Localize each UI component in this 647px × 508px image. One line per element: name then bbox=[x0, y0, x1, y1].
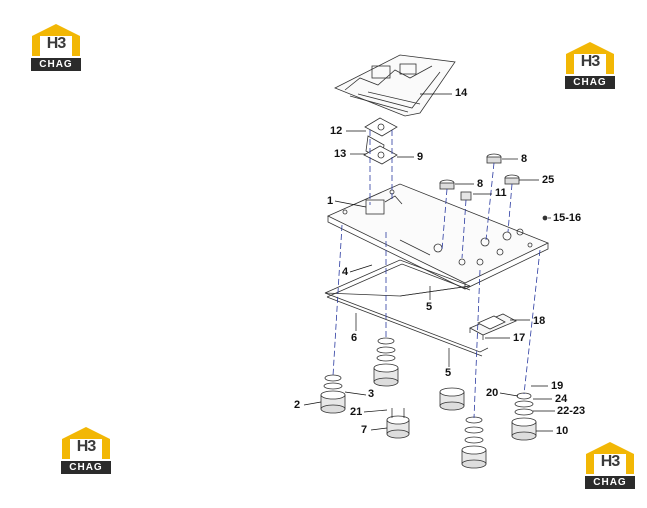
callout-1: 1 bbox=[327, 195, 334, 207]
callout-15-16: 15-16 bbox=[553, 212, 582, 224]
callout-13: 13 bbox=[334, 148, 347, 160]
logo-caption: CHAG bbox=[31, 58, 81, 71]
house-logo-icon bbox=[586, 442, 634, 474]
house-logo-icon bbox=[566, 42, 614, 74]
brand-logo: H3 CHAG bbox=[562, 40, 618, 90]
callout-20: 20 bbox=[486, 387, 499, 399]
callout-17: 17 bbox=[513, 332, 526, 344]
logo-caption: CHAG bbox=[61, 461, 111, 474]
callout-8-upper: 8 bbox=[521, 153, 528, 165]
callout-19: 19 bbox=[551, 380, 564, 392]
callout-3: 3 bbox=[368, 388, 375, 400]
logo-mark: H3 bbox=[76, 438, 96, 455]
house-logo-icon bbox=[62, 427, 110, 459]
logo-mark: H3 bbox=[580, 53, 600, 70]
callout-25: 25 bbox=[542, 174, 555, 186]
logo-caption: CHAG bbox=[565, 76, 615, 89]
logo-mark: H3 bbox=[600, 453, 620, 470]
bracket-plates bbox=[363, 117, 398, 165]
callout-8-lower: 8 bbox=[477, 178, 484, 190]
mount-assembly-7 bbox=[386, 408, 410, 439]
callout-9: 9 bbox=[417, 151, 424, 163]
leader-lines bbox=[303, 93, 555, 432]
house-logo-icon bbox=[32, 24, 80, 56]
callout-24: 24 bbox=[555, 393, 568, 405]
assembly-centerlines bbox=[332, 130, 541, 419]
callout-12: 12 bbox=[330, 125, 343, 137]
mount-assembly-bottom bbox=[461, 416, 487, 469]
callout-18: 18 bbox=[533, 315, 546, 327]
base-plate bbox=[327, 183, 549, 290]
mount-assembly-2 bbox=[320, 374, 346, 414]
logo-caption: CHAG bbox=[585, 476, 635, 489]
callout-22-23: 22-23 bbox=[557, 405, 586, 417]
small-brackets bbox=[469, 313, 517, 340]
callout-4: 4 bbox=[342, 266, 349, 278]
mount-assembly-mid bbox=[439, 387, 465, 411]
callout-2: 2 bbox=[294, 399, 301, 411]
callout-14: 14 bbox=[455, 87, 468, 99]
top-cover-part bbox=[334, 54, 456, 117]
brand-logo: H3 CHAG bbox=[582, 440, 638, 490]
logo-mark: H3 bbox=[46, 35, 66, 52]
callout-6: 6 bbox=[351, 332, 358, 344]
callout-5-upper: 5 bbox=[426, 301, 433, 313]
callout-21: 21 bbox=[350, 406, 363, 418]
brand-logo: H3 CHAG bbox=[28, 22, 84, 72]
mount-assembly-center bbox=[373, 337, 399, 387]
callout-10: 10 bbox=[556, 425, 569, 437]
mount-assembly-10 bbox=[511, 392, 537, 441]
feet-caps bbox=[439, 153, 548, 221]
brand-logo: H3 CHAG bbox=[58, 425, 114, 475]
frame-rails bbox=[324, 259, 489, 357]
callout-5-lower: 5 bbox=[445, 367, 452, 379]
callout-11: 11 bbox=[495, 187, 507, 199]
callout-7: 7 bbox=[361, 424, 368, 436]
